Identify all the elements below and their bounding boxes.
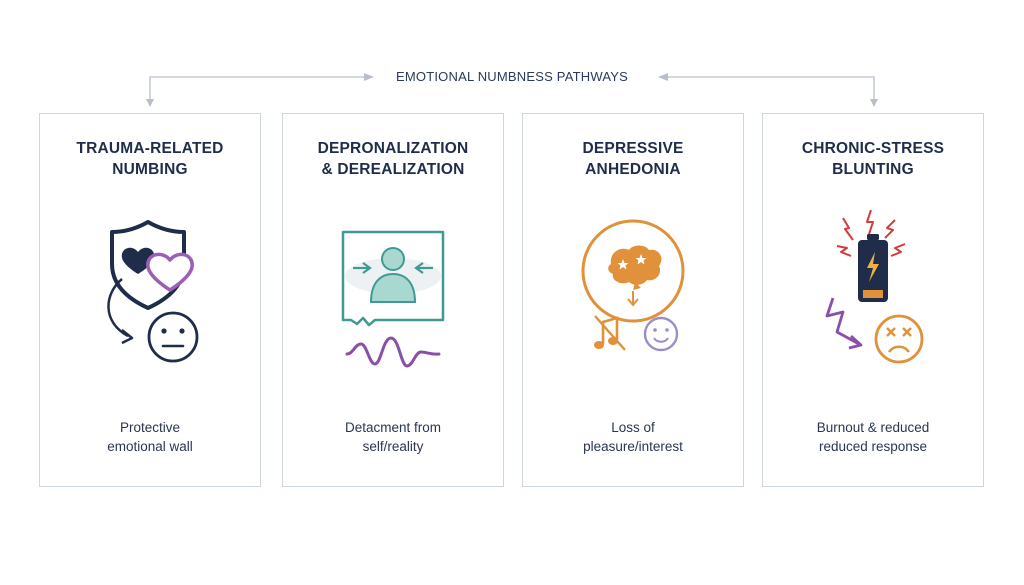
card-depressive-anhedonia: DEPRESSIVE ANHEDONIA Loss of pleasure/in…	[522, 113, 744, 487]
pathway-connector	[146, 73, 878, 107]
card-caption: Protective emotional wall	[107, 420, 193, 454]
red-spark-icon	[836, 209, 906, 257]
card-caption: Burnout & reduced reduced response	[816, 420, 930, 454]
card-illustration	[825, 209, 924, 364]
low-battery-icon	[858, 234, 888, 302]
diagram-title: EMOTIONAL NUMBNESS PATHWAYS	[396, 69, 628, 84]
card-illustration	[341, 230, 445, 368]
lightning-arrow-icon	[825, 297, 863, 350]
card-depersonalization-derealization: DEPRONALIZATION & DEREALIZATION Detacmen…	[282, 113, 504, 487]
muted-music-icon	[594, 315, 626, 351]
smiley-icon	[643, 316, 679, 352]
brain-circle-icon	[581, 219, 685, 323]
dizzy-face-icon	[874, 314, 924, 364]
detached-person-frame-icon	[341, 230, 445, 327]
card-caption: Loss of pleasure/interest	[583, 420, 683, 454]
wavy-line-icon	[345, 336, 441, 368]
card-chronic-stress-blunting: CHRONIC-STRESS BLUNTING Burnout & r	[762, 113, 984, 487]
card-title: TRAUMA-RELATED NUMBING	[76, 140, 224, 178]
shield-heart-icon	[110, 220, 194, 310]
neutral-face-icon	[147, 311, 199, 363]
card-illustration	[581, 219, 685, 352]
card-title: DEPRESSIVE ANHEDONIA	[582, 140, 684, 178]
card-illustration	[107, 220, 199, 363]
card-caption: Detacment from self/reality	[344, 420, 442, 454]
curved-arrow-icon	[107, 278, 134, 345]
card-title: CHRONIC-STRESS BLUNTING	[801, 140, 945, 178]
card-title: DEPRONALIZATION & DEREALIZATION	[317, 140, 469, 178]
card-trauma-related-numbing: TRAUMA-RELATED NUMBING Protective emotio…	[39, 113, 261, 487]
